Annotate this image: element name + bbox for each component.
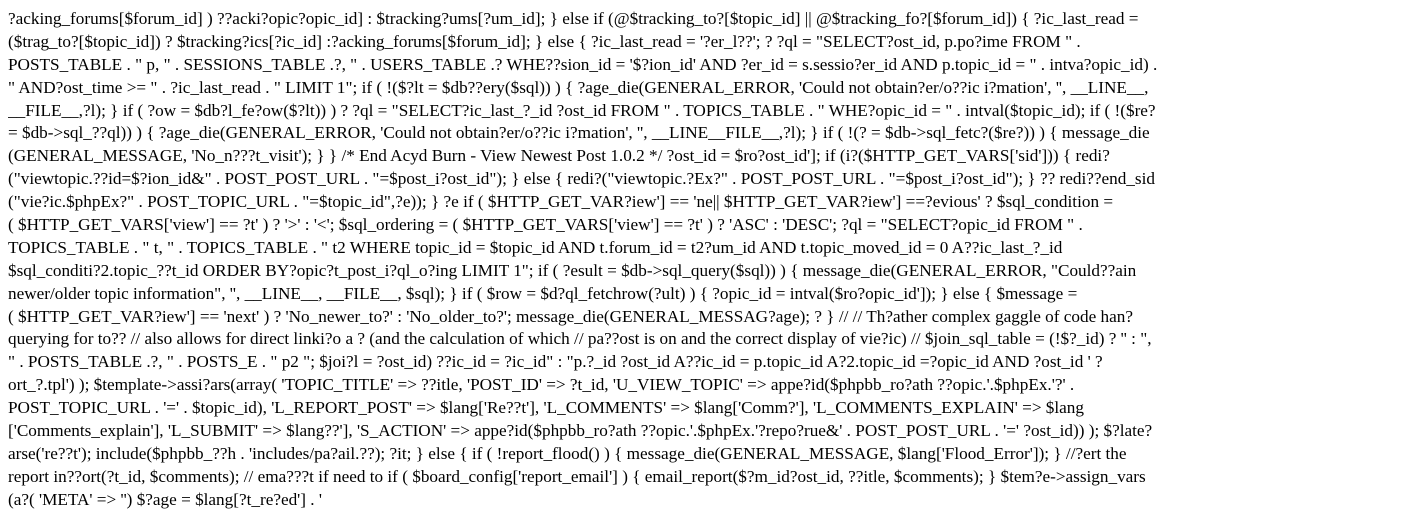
text-line: report in??ort(?t_id, $comments); // ema… bbox=[8, 466, 1146, 486]
text-line: ($trag_to?[$topic_id]) ? $tracking?ics[?… bbox=[8, 31, 1081, 51]
text-line: TOPICS_TABLE . " t, " . TOPICS_TABLE . "… bbox=[8, 237, 1063, 257]
text-line: ("vie?ic.$phpEx?" . POST_TOPIC_URL . "=$… bbox=[8, 192, 1114, 212]
text-line: ("viewtopic.??id=$?ion_id&" . POST_POST_… bbox=[8, 169, 1155, 189]
text-line: " AND?ost_time >= " . ?ic_last_read . " … bbox=[8, 77, 1149, 97]
text-line: arse('re??t'); include($phpbb_??h . 'inc… bbox=[8, 443, 1127, 463]
text-line: POSTS_TABLE . " p, " . SESSIONS_TABLE .?… bbox=[8, 54, 1158, 74]
text-line: ort_?.tpl') ); $template->assi?ars(array… bbox=[8, 375, 1075, 395]
text-line: (a?( 'META' => '') $?age = $lang[?t_re?e… bbox=[8, 489, 322, 509]
text-line: ( $HTTP_GET_VAR?iew'] == 'next' ) ? 'No_… bbox=[8, 306, 1133, 326]
text-line: (GENERAL_MESSAGE, 'No_n???t_visit'); } }… bbox=[8, 146, 1110, 166]
text-line: = $db->sql_??ql)) ) { ?age_die(GENERAL_E… bbox=[8, 123, 1150, 143]
text-line: " . POSTS_TABLE .?, " . POSTS_E . " p2 "… bbox=[8, 352, 1103, 372]
text-line: POST_TOPIC_URL . '=' . $topic_id), 'L_RE… bbox=[8, 398, 1084, 418]
text-line: ( $HTTP_GET_VARS['view'] == ?t' ) ? '>' … bbox=[8, 215, 1083, 235]
text-line: ?acking_forums[$forum_id] ) ??acki?opic?… bbox=[8, 9, 1139, 28]
text-line: $sql_conditi?2.topic_??t_id ORDER BY?opi… bbox=[8, 260, 1137, 280]
text-line: newer/older topic information", '', __LI… bbox=[8, 283, 1078, 303]
text-line: __FILE__,?l); } if ( ?ow = $db?l_fe?ow($… bbox=[8, 100, 1156, 120]
text-line: ['Comments_explain'], 'L_SUBMIT' => $lan… bbox=[8, 421, 1153, 441]
text-line: querying for to?? // also allows for dir… bbox=[8, 329, 1152, 349]
code-text-document: ?acking_forums[$forum_id] ) ??acki?opic?… bbox=[8, 8, 1408, 512]
